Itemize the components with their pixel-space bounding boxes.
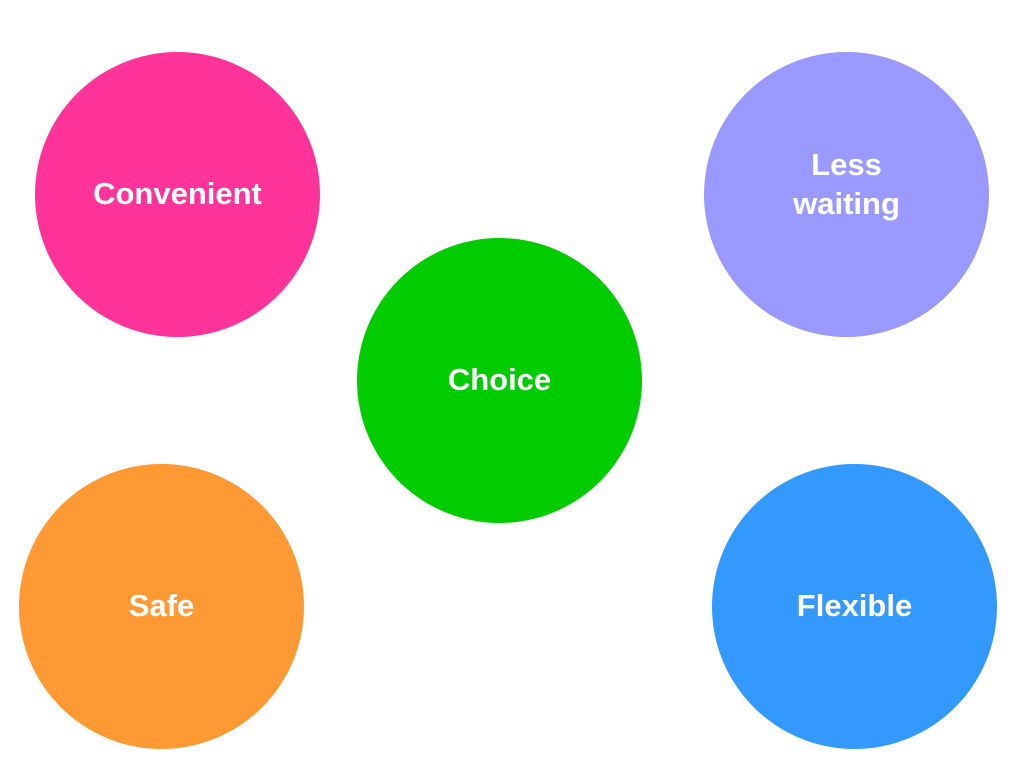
bubble-flexible: Flexible xyxy=(712,464,997,749)
bubble-convenient: Convenient xyxy=(35,52,320,337)
bubble-label-choice: Choice xyxy=(447,362,552,398)
bubble-safe: Safe xyxy=(19,464,304,749)
bubble-less-waiting: Less waiting xyxy=(704,52,989,337)
bubble-label-less-waiting: Less waiting xyxy=(793,146,900,224)
bubble-label-line-2: waiting xyxy=(793,185,900,221)
bubble-label-safe: Safe xyxy=(128,588,195,624)
bubble-label-line-1: Less xyxy=(811,146,882,182)
bubble-choice: Choice xyxy=(357,238,642,523)
bubble-label-convenient: Convenient xyxy=(93,176,262,212)
bubble-label-flexible: Flexible xyxy=(796,588,913,624)
